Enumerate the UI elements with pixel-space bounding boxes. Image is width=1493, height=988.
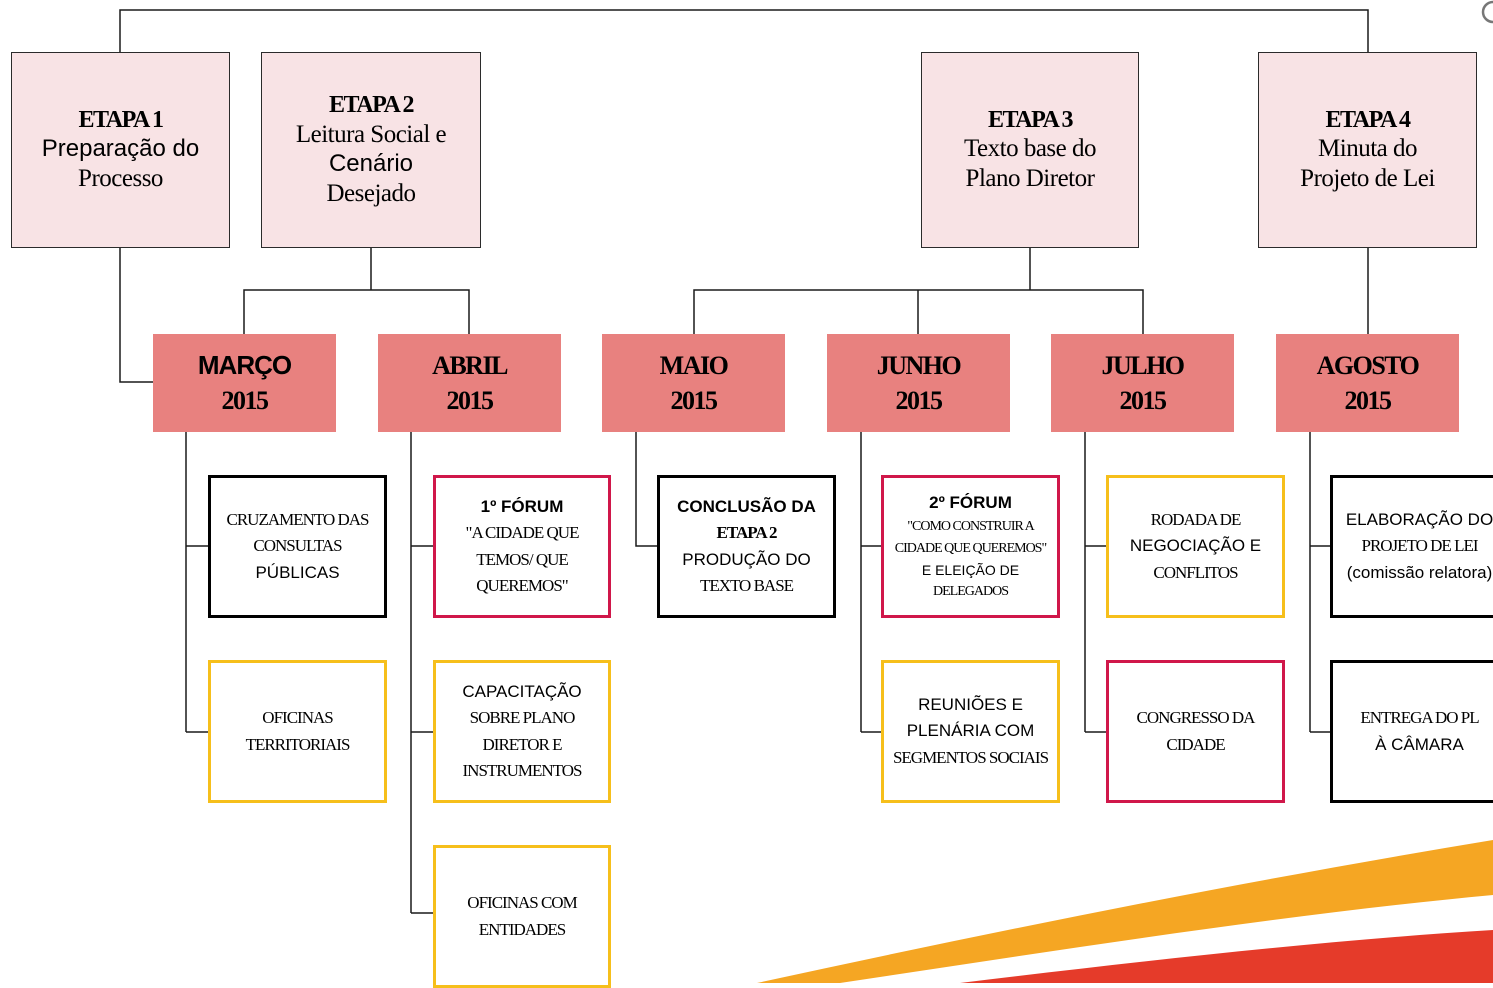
activity-line: TERRITORIAIS (245, 734, 351, 754)
activity-oficinas-territoriais: OFICINAS TERRITORIAIS (208, 660, 387, 803)
activity-forum-2: 2º FÓRUM "COMO CONSTRUIR A CIDADE QUE QU… (881, 475, 1060, 618)
month-marco: MARÇO 2015 (153, 334, 336, 432)
month-name: ABRIL (432, 350, 508, 380)
stage-etapa-1: ETAPA 1 Preparação do Processo (11, 52, 230, 248)
month-maio: MAIO 2015 (602, 334, 785, 432)
month-year: 2015 (446, 386, 495, 415)
activity-line: RODADA DE (1150, 509, 1242, 529)
activity-entrega-pl: ENTREGA DO PL À CÂMARA (1330, 660, 1493, 803)
activity-line: TEXTO BASE (699, 575, 794, 595)
stage-line: Texto base do (964, 135, 1097, 163)
stage-title: ETAPA 1 (78, 107, 164, 134)
activity-heading: CONCLUSÃO DA (677, 496, 816, 516)
activity-line: PROJETO DE LEI (1361, 536, 1478, 556)
month-year: 2015 (221, 386, 270, 415)
stage-title: ETAPA 2 (329, 92, 414, 119)
corner-logo-fragment (1479, 0, 1493, 26)
activity-line: DIRETOR E (482, 734, 563, 754)
activity-reunioes-plenaria: REUNIÕES E PLENÁRIA COM SEGMENTOS SOCIAI… (881, 660, 1060, 803)
activity-heading: ETAPA 2 (716, 523, 778, 543)
month-abril: ABRIL 2015 (378, 334, 561, 432)
stage-etapa-2: ETAPA 2 Leitura Social e Cenário Desejad… (261, 52, 481, 248)
stage-line: Processo (78, 164, 163, 192)
activity-line: E ELEIÇÃO DE (921, 561, 1020, 578)
activity-rodada-negociacao: RODADA DE NEGOCIAÇÃO E CONFLITOS (1106, 475, 1285, 618)
activity-line: REUNIÕES E (918, 694, 1023, 714)
activity-line: CIDADE (1166, 734, 1225, 754)
activity-heading: 1º FÓRUM (480, 496, 564, 516)
activity-capacitacao: CAPACITAÇÃO SOBRE PLANO DIRETOR E INSTRU… (433, 660, 611, 803)
activity-line: PÚBLICAS (255, 562, 340, 582)
month-agosto: AGOSTO 2015 (1276, 334, 1459, 432)
activity-line: PLENÁRIA COM (906, 721, 1035, 741)
activity-oficinas-entidades: OFICINAS COM ENTIDADES (433, 845, 611, 988)
activity-line: ELABORAÇÃO DO (1345, 509, 1493, 529)
activity-line: À CÂMARA (1375, 734, 1464, 754)
month-year: 2015 (1119, 386, 1168, 415)
activity-cruzamento-consultas: CRUZAMENTO DAS CONSULTAS PÚBLICAS (208, 475, 387, 618)
activity-line: INSTRUMENTOS (462, 760, 583, 780)
activity-line: CAPACITAÇÃO (462, 681, 582, 701)
activity-elaboracao-projeto: ELABORAÇÃO DO PROJETO DE LEI (comissão r… (1330, 475, 1493, 618)
stage-line: Plano Diretor (965, 165, 1095, 193)
activity-line: CONGRESSO DA (1136, 708, 1256, 728)
activity-line: SEGMENTOS SOCIAIS (892, 747, 1049, 767)
month-julho: JULHO 2015 (1051, 334, 1234, 432)
month-name: JUNHO (876, 350, 962, 380)
activity-line: OFICINAS (262, 708, 333, 728)
activity-line: CONSULTAS (253, 536, 342, 556)
month-name: MAIO (659, 350, 729, 380)
stage-title: ETAPA 4 (1325, 106, 1411, 133)
stage-line: Minuta do (1318, 135, 1417, 163)
stage-etapa-4: ETAPA 4 Minuta do Projeto de Lei (1258, 52, 1477, 248)
activity-congresso-cidade: CONGRESSO DA CIDADE (1106, 660, 1285, 803)
activity-line: CIDADE QUE QUEREMOS" (894, 540, 1047, 556)
activity-line: (comissão relatora) (1346, 562, 1493, 582)
activity-line: NEGOCIAÇÃO E (1129, 536, 1262, 556)
activity-line: QUEREMOS" (476, 575, 568, 595)
activity-line: "A CIDADE QUE (465, 523, 580, 543)
activity-line: ENTREGA DO PL (1360, 708, 1479, 728)
stage-line: Cenário (328, 150, 414, 177)
month-name: AGOSTO (1316, 350, 1420, 380)
activity-line: PRODUÇÃO DO (682, 549, 811, 569)
activity-forum-1: 1º FÓRUM "A CIDADE QUE TEMOS/ QUE QUEREM… (433, 475, 611, 618)
month-name: JULHO (1101, 350, 1185, 380)
month-name: MARÇO (197, 349, 292, 380)
activity-line: SOBRE PLANO (469, 708, 576, 728)
stage-line: Leitura Social e (295, 121, 447, 148)
activity-line: OFICINAS COM (467, 893, 577, 913)
activity-line: CRUZAMENTO DAS (226, 509, 369, 529)
month-junho: JUNHO 2015 (827, 334, 1010, 432)
activity-line: ENTIDADES (478, 919, 566, 939)
month-year: 2015 (1344, 386, 1393, 415)
month-year: 2015 (670, 386, 719, 415)
stage-line: Projeto de Lei (1300, 165, 1435, 193)
activity-conclusao-etapa-2: CONCLUSÃO DA ETAPA 2 PRODUÇÃO DO TEXTO B… (657, 475, 836, 618)
activity-line: DELEGADOS (933, 584, 1009, 600)
stage-line: Desejado (326, 179, 416, 207)
activity-line: TEMOS/ QUE (476, 549, 569, 569)
activity-line: "COMO CONSTRUIR A (907, 519, 1034, 535)
stage-title: ETAPA 3 (988, 106, 1073, 133)
stage-etapa-3: ETAPA 3 Texto base do Plano Diretor (921, 52, 1139, 248)
month-year: 2015 (895, 386, 944, 415)
activity-heading: 2º FÓRUM (929, 492, 1012, 512)
stage-line: Preparação do (41, 135, 200, 162)
activity-line: CONFLITOS (1153, 562, 1238, 582)
